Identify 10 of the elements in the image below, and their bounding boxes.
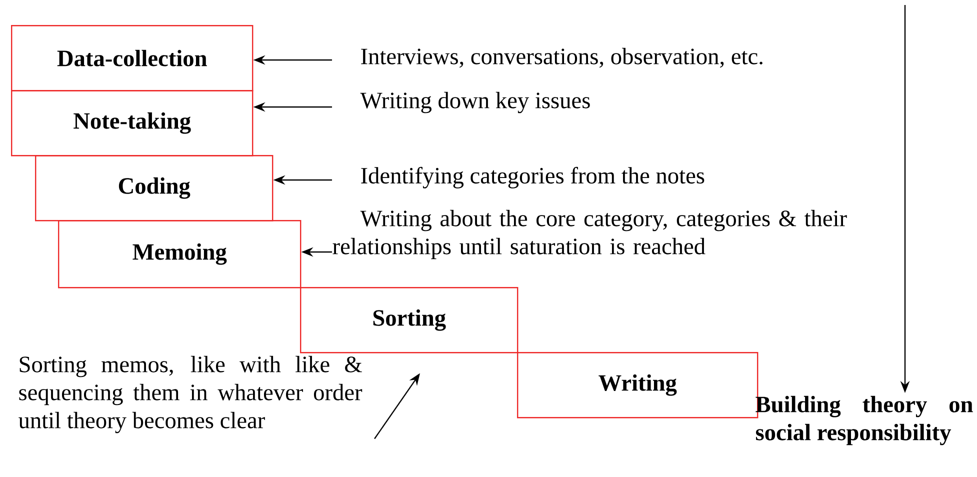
- annotation-text: Writing down key issues: [360, 92, 590, 114]
- process-box: Sorting: [300, 287, 518, 354]
- process-box: Coding: [35, 155, 274, 222]
- annotation-text: Interviews, conversations, observation, etc.: [361, 48, 762, 68]
- process-box: Note-taking: [11, 90, 254, 156]
- process-box: Memoing: [58, 220, 302, 288]
- annotation-text: Writing about the core category, categories & their relationships until saturation is reached: [332, 210, 847, 260]
- annotation-text: Identifying categories from the notes: [361, 166, 704, 188]
- annotation-text: Sorting memos, like with like & sequencing them in whatever order until theory becomes clear: [18, 356, 362, 434]
- process-box: Data-collection: [11, 25, 254, 92]
